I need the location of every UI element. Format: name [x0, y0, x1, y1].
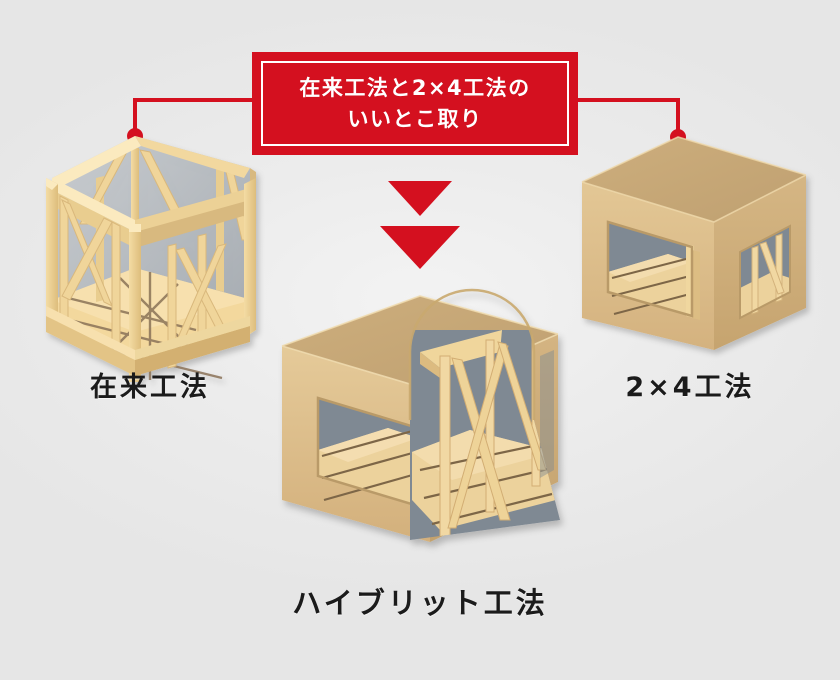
hybrid-cutaway-reveal [410, 329, 560, 540]
twobyfour-body [581, 136, 807, 350]
twobyfour-window-right [739, 224, 791, 320]
hybrid-window-left [316, 396, 420, 508]
hybrid-body [281, 288, 560, 542]
twobyfour-window-left [606, 220, 700, 320]
caption-traditional: 在来工法 [90, 372, 210, 403]
highlight-banner: 在来工法と2×4工法の いいとこ取り [252, 52, 578, 155]
highlight-banner-text: 在来工法と2×4工法の いいとこ取り [299, 75, 531, 131]
traditional-front-posts [46, 178, 256, 382]
double-down-arrow-icon [380, 181, 460, 269]
traditional-frame-body [46, 136, 256, 382]
traditional-right-braces [167, 233, 227, 369]
traditional-sills [46, 306, 250, 376]
caption-hybrid: ハイブリット工法 [292, 586, 548, 620]
hybrid-window-right [540, 350, 554, 478]
traditional-left-braces [59, 195, 121, 347]
highlight-banner-border: 在来工法と2×4工法の いいとこ取り [261, 61, 569, 146]
caption-two-by-four: 2×4工法 [625, 372, 755, 403]
